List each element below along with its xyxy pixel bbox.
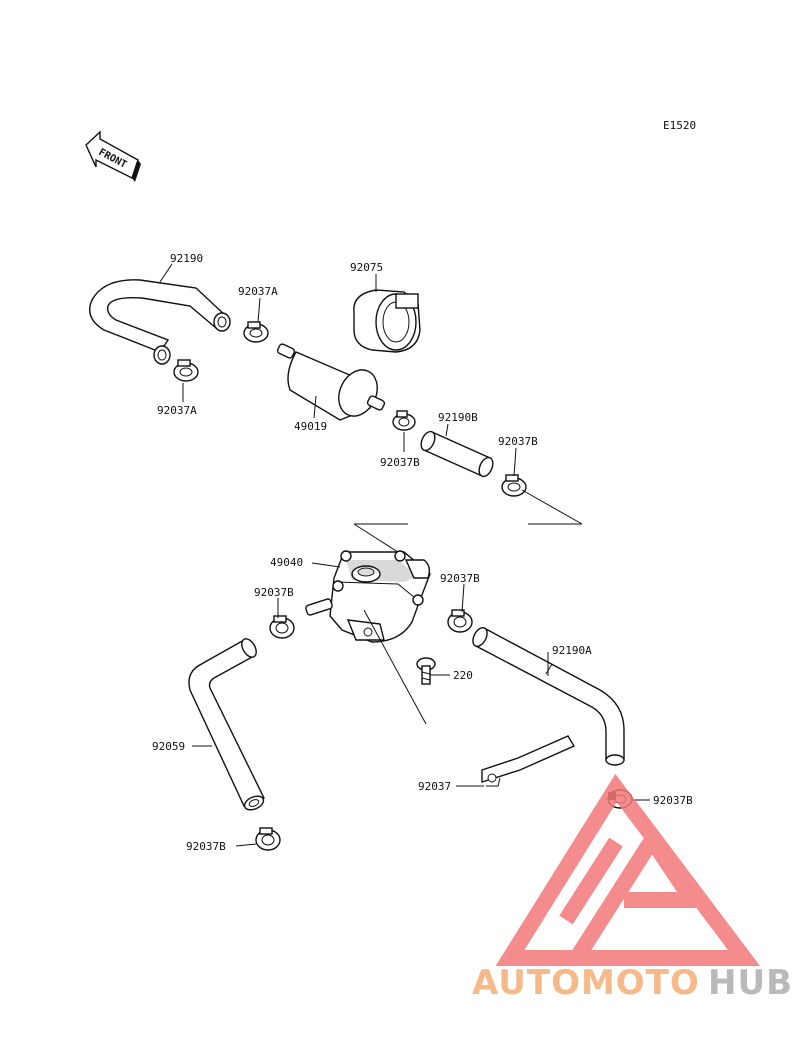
- clamp-92037A-bottom: [173, 359, 199, 382]
- diagram-code: E1520: [663, 119, 696, 132]
- automotohub-logo: [495, 773, 761, 966]
- label-92037B-right: 92037B: [653, 794, 693, 807]
- label-92037A-top: 92037A: [238, 285, 278, 298]
- label-49019: 49019: [294, 420, 327, 433]
- automotohub-wordmark: AUTOMOTO HUB: [472, 963, 793, 1003]
- hose-92190: [89, 279, 231, 365]
- clamp-92037B-filter: [392, 410, 416, 431]
- clamp-92037B-hose: [501, 474, 527, 497]
- clamp-92037B-bottom: [255, 827, 281, 851]
- watermark-brand-part1: AUTOMOTO: [472, 963, 700, 1003]
- label-92075: 92075: [350, 261, 383, 274]
- front-arrow-icon: FRONT: [85, 130, 141, 182]
- clamp-92037B-pump-right: [447, 609, 473, 633]
- hose-92059: [188, 638, 265, 811]
- label-92037B-filter: 92037B: [380, 456, 420, 469]
- label-92037: 92037: [418, 780, 451, 793]
- logo-triangle-stroke: [559, 837, 623, 925]
- label-49040: 49040: [270, 556, 303, 569]
- fuel-filter-49019: [276, 343, 386, 421]
- bolt-220: [416, 657, 436, 685]
- label-92037B-pump-right: 92037B: [440, 572, 480, 585]
- hose-92190B: [420, 430, 494, 478]
- label-92190A: 92190A: [552, 644, 592, 657]
- label-92190: 92190: [170, 252, 203, 265]
- watermark-brand-part2: HUB: [708, 963, 793, 1003]
- label-92190B: 92190B: [438, 411, 478, 424]
- hose-92190A: [472, 627, 625, 766]
- logo-triangle-inner: [571, 825, 707, 961]
- label-92037B-bottom: 92037B: [186, 840, 226, 853]
- label-92037B-pump-left: 92037B: [254, 586, 294, 599]
- label-92059: 92059: [152, 740, 185, 753]
- filter-holder-92075: [353, 289, 421, 353]
- label-220: 220: [453, 669, 473, 682]
- label-92037A-bottom: 92037A: [157, 404, 197, 417]
- label-92037B-hose: 92037B: [498, 435, 538, 448]
- fuel-pump-49040: [305, 550, 431, 643]
- strap-92037: [481, 735, 576, 787]
- clamp-92037B-pump-left: [269, 615, 295, 639]
- clamp-92037A-top: [243, 321, 269, 343]
